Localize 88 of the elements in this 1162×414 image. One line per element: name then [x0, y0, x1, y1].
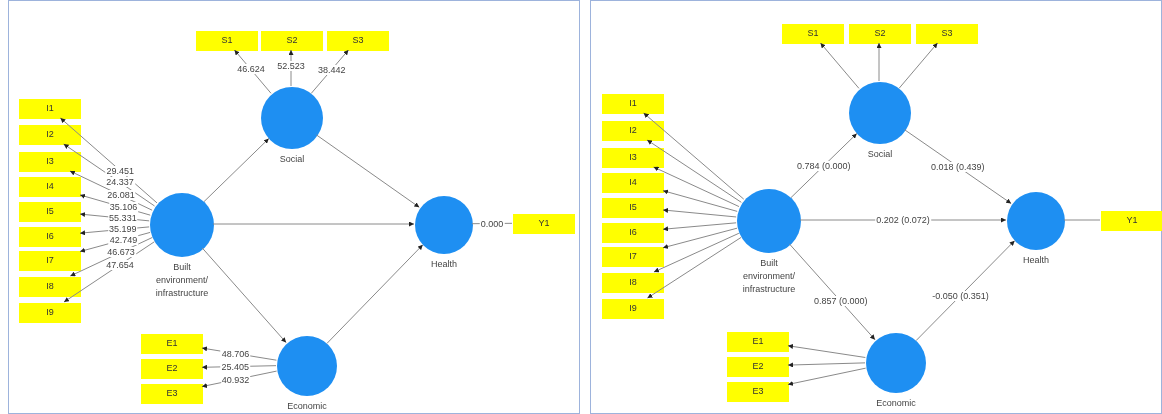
indicator-box: I2 [602, 121, 664, 141]
edge-label: 42.749 [108, 234, 139, 245]
indicator-box: E1 [727, 332, 789, 352]
path-arrow [653, 166, 740, 208]
path-arrow [203, 138, 270, 203]
indicator-box: E3 [727, 382, 789, 402]
path-arrow [646, 236, 742, 299]
edge-label: 29.451 [105, 165, 135, 176]
path-arrow [904, 129, 1012, 204]
path-arrow [212, 221, 415, 227]
path-arrow [787, 362, 866, 368]
edge-label: 35.106 [108, 202, 139, 213]
edge-label: 0.784 (0.000) [796, 160, 852, 171]
edge-label: -0.050 (0.351) [931, 290, 990, 301]
path-arrow [820, 42, 860, 89]
edge-label: 0.018 (0.439) [930, 161, 986, 172]
indicator-box: S1 [782, 24, 844, 44]
path-arrow [788, 243, 876, 341]
indicator-box: I8 [602, 273, 664, 293]
indicator-box: I4 [19, 177, 81, 197]
indicator-box: E1 [141, 334, 203, 354]
edge-label: 0.202 (0.072) [875, 215, 931, 225]
path-arrow [898, 42, 938, 89]
path-arrow [662, 207, 737, 218]
construct-label: Social [867, 148, 893, 161]
path-arrow [201, 247, 287, 344]
construct-label: Economic [876, 397, 916, 410]
edge-label: 40.932 [220, 374, 251, 385]
path-arrow [326, 244, 424, 344]
construct-label: Health [1023, 254, 1049, 267]
edge-label: 47.654 [105, 259, 135, 270]
edge-label: 46.673 [106, 247, 136, 258]
indicator-box: I6 [19, 227, 81, 247]
edge-label: 55.331 [108, 213, 138, 224]
indicator-box: I9 [19, 303, 81, 323]
edge-label: 38.442 [316, 64, 347, 75]
edge-label: 25.405 [220, 361, 251, 372]
construct-label: Economic [287, 400, 327, 413]
construct-label: Health [431, 258, 457, 271]
path-arrow [662, 222, 737, 232]
edge-label: 48.706 [220, 348, 251, 359]
indicator-box: S1 [196, 31, 258, 51]
path-arrow [787, 367, 867, 386]
construct-label: Built environment/ infrastructure [154, 261, 210, 300]
indicator-box: I2 [19, 125, 81, 145]
path-arrow [915, 240, 1016, 342]
panel-frame [8, 0, 580, 414]
indicator-box: Y1 [1101, 211, 1162, 231]
indicator-box: I9 [602, 299, 664, 319]
indicator-box: S3 [327, 31, 389, 51]
indicator-box: I5 [602, 198, 664, 218]
edge-label: 26.081 [106, 190, 136, 201]
path-arrow [662, 189, 738, 212]
indicator-box: S2 [849, 24, 911, 44]
indicator-box: I3 [19, 152, 81, 172]
indicator-box: I8 [19, 277, 81, 297]
indicator-box: I6 [602, 223, 664, 243]
indicator-box: I1 [602, 94, 664, 114]
edge-label: 0.000 [479, 218, 505, 229]
indicator-box: I7 [602, 247, 664, 267]
edge-label: 0.857 (0.000) [812, 296, 869, 307]
indicator-box: I5 [19, 202, 81, 222]
indicator-box: I1 [19, 99, 81, 119]
indicator-box: E2 [727, 357, 789, 377]
indicator-box: E2 [141, 359, 203, 379]
edge-label: 24.337 [105, 177, 135, 188]
path-arrow [876, 42, 882, 82]
path-arrow [653, 232, 740, 273]
edge-label: 52.523 [276, 61, 306, 72]
path-arrow [643, 112, 745, 200]
construct-label: Built environment/ infrastructure [741, 257, 797, 296]
indicator-box: S3 [916, 24, 978, 44]
indicator-box: I7 [19, 251, 81, 271]
path-arrow [233, 49, 272, 94]
construct-label: Social [279, 153, 305, 166]
path-arrow [787, 344, 866, 358]
indicator-box: I4 [602, 173, 664, 193]
indicator-box: I3 [602, 148, 664, 168]
path-arrow [646, 139, 742, 203]
panel-frame [590, 0, 1162, 414]
path-arrow [315, 134, 420, 208]
path-arrow [662, 227, 738, 249]
indicator-box: S2 [261, 31, 323, 51]
indicator-box: Y1 [513, 214, 575, 234]
edge-label: 35.199 [108, 224, 138, 235]
edge-label: 46.624 [236, 64, 266, 75]
indicator-box: E3 [141, 384, 203, 404]
path-arrow [790, 133, 858, 199]
